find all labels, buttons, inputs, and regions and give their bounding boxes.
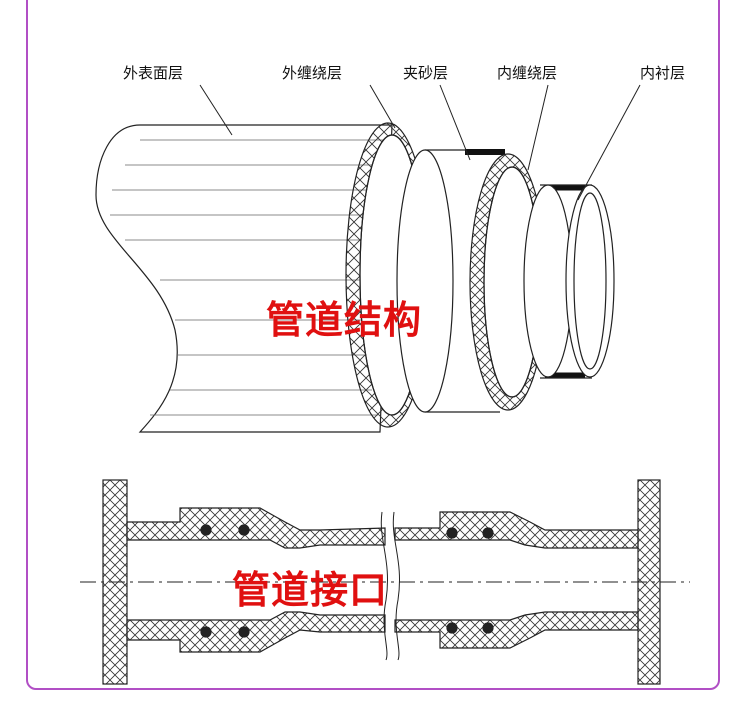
structure-title: 管道结构 [266, 298, 423, 342]
seal-ring [200, 524, 212, 536]
pipe-structure-drawing [95, 84, 641, 433]
label-outer-winding-layer: 外缠绕层 [282, 64, 343, 82]
joint-title: 管道接口 [232, 568, 389, 612]
label-sand-layer: 夹砂层 [403, 64, 449, 82]
label-inner-lining-layer: 内衬层 [640, 64, 686, 82]
content-frame [26, 0, 720, 690]
label-inner-winding-layer: 内缠绕层 [497, 64, 558, 82]
pipe-joint-drawing [80, 479, 690, 685]
label-outer-surface-layer: 外表面层 [123, 64, 184, 82]
